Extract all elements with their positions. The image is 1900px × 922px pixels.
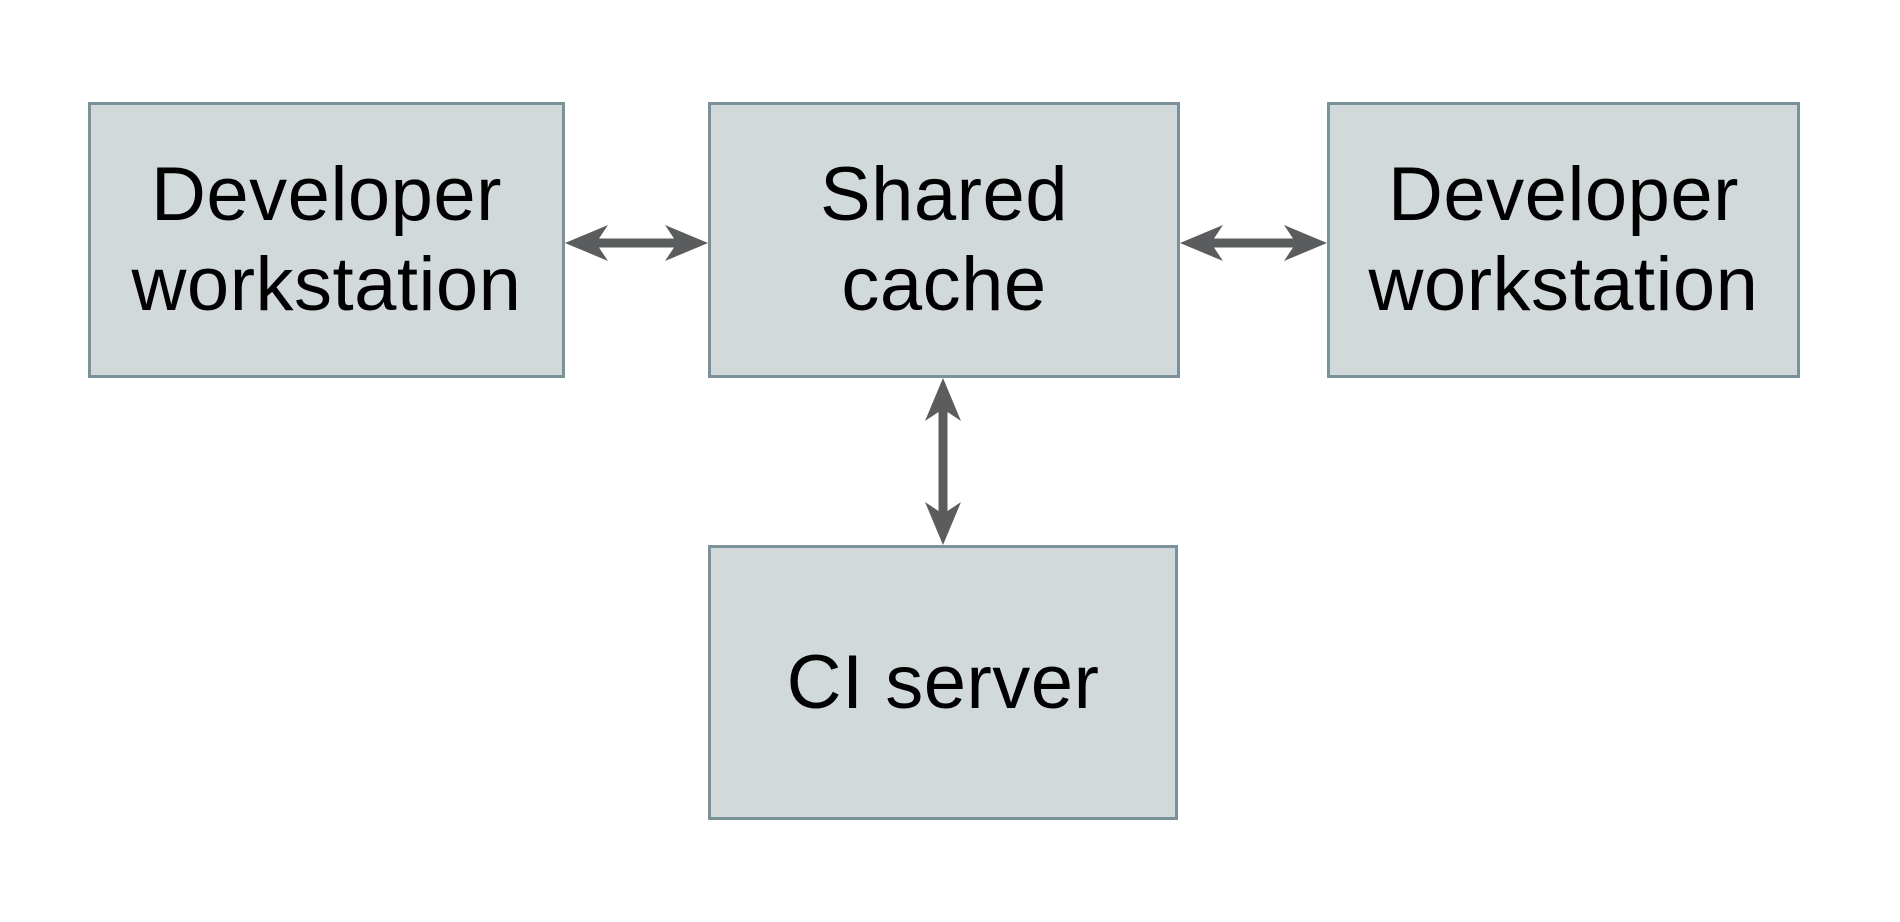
double-arrow-cache-ci — [925, 378, 961, 545]
double-arrow-cache-right — [1180, 225, 1327, 261]
node-shared-cache: Shared cache — [708, 102, 1180, 378]
double-arrow-icon — [1180, 225, 1327, 261]
double-arrow-icon — [925, 378, 961, 545]
node-developer-workstation-right: Developer workstation — [1327, 102, 1800, 378]
node-label: Shared cache — [819, 152, 1069, 327]
double-arrow-icon — [565, 225, 708, 261]
node-developer-workstation-left: Developer workstation — [88, 102, 565, 378]
node-ci-server: CI server — [708, 545, 1178, 820]
node-label: Developer workstation — [1368, 152, 1759, 327]
node-label: Developer workstation — [131, 152, 522, 327]
node-label: CI server — [786, 639, 1100, 725]
double-arrow-left-cache — [565, 225, 708, 261]
